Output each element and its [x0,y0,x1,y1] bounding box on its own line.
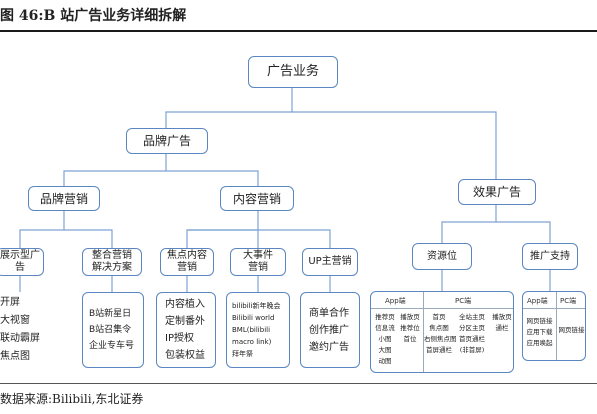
pc-column-play: 播放页 通栏 [490,312,513,334]
cell: 信息流 [375,324,395,332]
pc-column: 网页链接 [557,325,585,336]
node-display-ads: 展示型广告 [0,248,44,276]
leaf-item: Bilibili world [232,314,275,322]
leaf-item: 内容植入 [165,299,205,310]
cell: 右侧焦点图 [424,335,457,343]
app-header: App端 [385,297,406,305]
node-performance-ads: 效果广告 [458,179,536,205]
column-divider [556,292,557,360]
pc-header: PC端 [455,297,472,305]
footer-divider [0,383,597,384]
leaf-major-events: bilibili新年晚会 Bilibili world BML(bilibili… [226,292,290,368]
pc-column-home: 首页 焦点图 右侧焦点图 首屏通栏 [424,312,457,356]
cell: 网页链接 [558,326,585,334]
leaf-resource-slot: App端 PC端 推荐页 信息流 小图 大图 动图 播放页 推荐位 首位 首页 … [370,291,514,373]
leaf-item: bilibili新年晚会 [232,302,281,310]
app-column-feed: 推荐页 信息流 小图 大图 动图 [373,312,397,367]
leaf-item: 包装权益 [165,350,205,361]
cell: 焦点图 [429,324,449,332]
cell: 全站主页 [459,313,485,321]
header-divider [371,308,513,309]
leaf-item: 焦点图 [0,351,30,362]
cell: 应用唤起 [526,339,553,347]
leaf-promotion-support: App端 PC端 网页链接 应用下载 应用唤起 网页链接 [522,291,586,361]
app-header: App端 [527,297,548,305]
source-note: 数据来源:Bilibili,东北证券 [0,392,144,406]
leaf-item: 联动霸屏 [0,333,40,344]
link-brand-brandmkt [63,154,167,186]
node-promotion-support: 推广支持 [522,243,578,270]
node-up-marketing: UP主营销 [302,248,358,276]
cell: 小图 [378,335,392,343]
cell: 推荐位 [400,324,420,332]
leaf-item: B站新星日 [89,309,132,319]
link-root-brand [165,88,293,128]
leaf-item: 定制番外 [165,316,205,327]
node-integrated-marketing: 整合营销解决方案 [82,248,142,276]
link-contentmkt-up [187,229,331,248]
cell: 播放页 [400,313,420,321]
title-divider [0,30,597,32]
cell: 大图 [378,346,392,354]
leaf-item: 拜年祭 [232,350,253,358]
cell: 应用下载 [526,328,553,336]
cell: 动图 [378,357,392,365]
leaf-item: B站召集令 [89,325,132,335]
leaf-integrated-marketing: B站新星日 B站召集令 企业专车号 [82,292,144,368]
leaf-item: 创作推广 [309,324,349,336]
cell: 首页通栏 [459,335,485,343]
cell: (非首屏) [459,346,485,354]
node-ad-business: 广告业务 [248,56,338,88]
link-perf-resource [441,205,497,243]
node-resource-slot: 资源位 [412,243,472,270]
link-brand-contentmkt [166,170,259,186]
leaf-item: 大视窗 [0,315,30,326]
leaf-item: BML(bilibili [232,326,271,334]
cell: 网页链接 [526,317,553,325]
header-divider [523,308,585,309]
leaf-focus-content: 内容植入 定制番外 IP授权 包装权益 [156,292,216,368]
link-brandmkt-display [19,211,65,248]
cell: 推荐页 [375,313,395,321]
app-column: 网页链接 应用下载 应用唤起 [524,316,555,349]
pc-column-site: 全站主页 分区主页 首页通栏 (非首屏) [455,312,489,356]
cell: 分区主页 [459,324,485,332]
node-major-events: 大事件营销 [230,248,286,276]
cell: 通栏 [495,324,509,332]
link-brandmkt-integrated [64,229,113,248]
pc-header: PC端 [560,297,577,305]
node-brand-ads: 品牌广告 [126,128,208,154]
node-brand-marketing: 品牌营销 [28,186,100,211]
leaf-item: 开屏 [0,297,20,308]
cell: 播放页 [492,313,512,321]
figure-title: 图 46:B 站广告业务详细拆解 [0,8,187,24]
app-column-play: 播放页 推荐位 首位 [398,312,422,345]
leaf-up-marketing: 商单合作 创作推广 邀约广告 [300,292,360,368]
cell: 首位 [403,335,417,343]
leaf-item: 企业专车号 [89,341,135,351]
leaf-item: 商单合作 [309,307,349,319]
leaf-display-ads: 开屏 大视窗 联动霸屏 焦点图 [0,294,40,366]
leaf-item: macro link) [232,338,272,346]
node-content-marketing: 内容营销 [220,186,294,211]
column-divider [423,292,424,372]
leaf-item: IP授权 [165,333,194,344]
node-focus-content: 焦点内容营销 [160,248,214,276]
leaf-item: 邀约广告 [309,341,349,353]
cell: 首屏通栏 [426,346,452,354]
link-perf-promotion [496,221,551,243]
cell: 首页 [432,313,446,321]
link-root-performance [292,111,497,179]
